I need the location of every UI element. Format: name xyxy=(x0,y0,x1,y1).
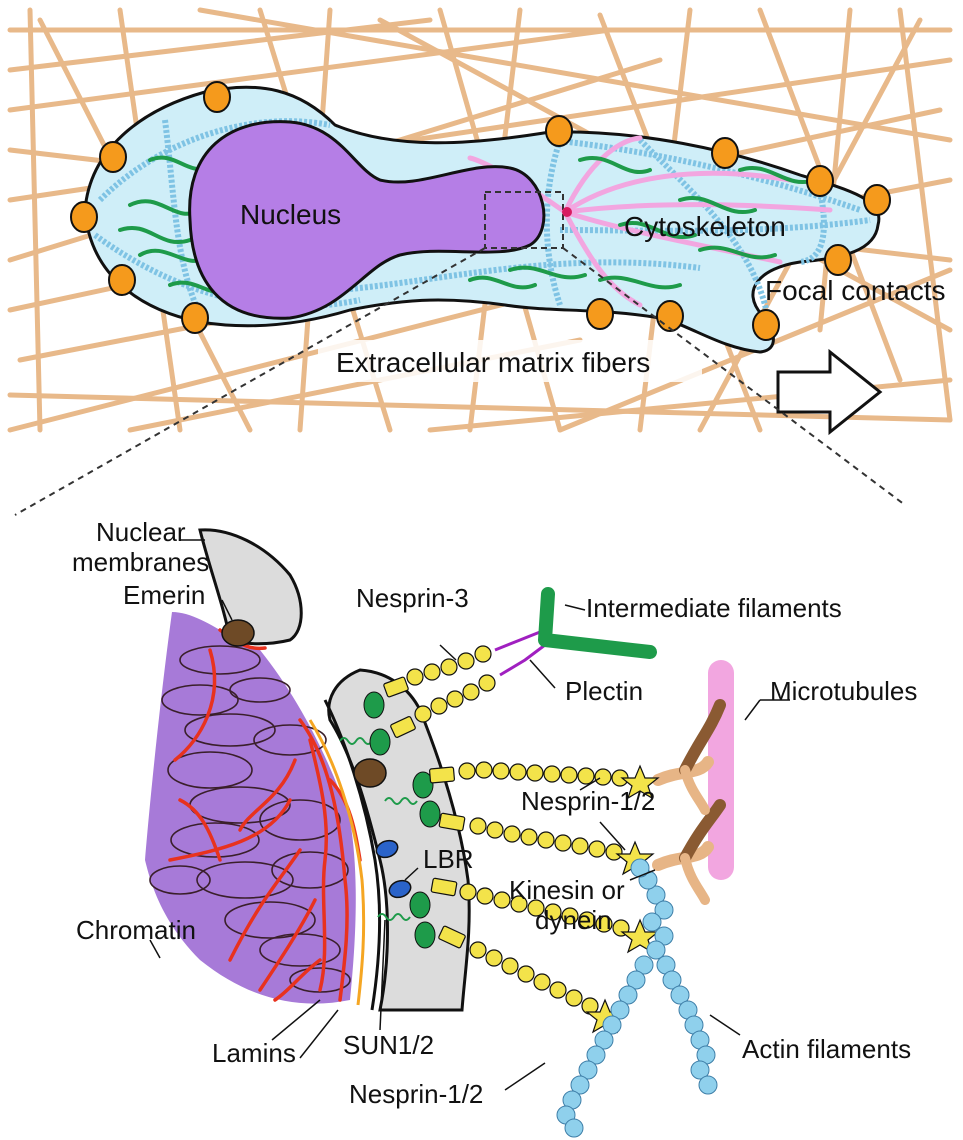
intermediate-filaments-label: Intermediate filaments xyxy=(586,593,842,623)
focal-contacts-label: Focal contacts xyxy=(765,275,946,306)
top-panel: Nucleus Cytoskeleton Focal contacts Extr… xyxy=(10,10,950,515)
nuclear-membranes-label-line1: Nuclear xyxy=(96,517,186,547)
lbr-label: LBR xyxy=(423,844,474,874)
nesprin3-label: Nesprin-3 xyxy=(356,583,469,613)
sun-label: SUN1/2 xyxy=(343,1030,434,1060)
nesprin3-chain xyxy=(383,646,495,738)
bottom-panel: Nuclear membranes Emerin Nesprin-3 Inter… xyxy=(72,517,917,1137)
nesprin12-upper-label: Nesprin-1/2 xyxy=(521,786,655,816)
ecm-label: Extracellular matrix fibers xyxy=(336,347,650,378)
emerin-label: Emerin xyxy=(123,580,205,610)
microtubules-label: Microtubules xyxy=(770,676,917,706)
lamins-label: Lamins xyxy=(212,1038,296,1068)
nuclear-membranes-label-line2: membranes xyxy=(72,547,209,577)
emerin-upper xyxy=(222,620,254,646)
actin-filaments-label: Actin filaments xyxy=(742,1034,911,1064)
cytoskeleton-label: Cytoskeleton xyxy=(624,211,786,242)
kinesin-label-line2: dynein xyxy=(535,905,612,935)
centrosome xyxy=(562,207,572,217)
nesprin12-lower-label: Nesprin-1/2 xyxy=(349,1079,483,1109)
plectin-label: Plectin xyxy=(565,676,643,706)
kinesin-label-line1: Kinesin or xyxy=(509,875,625,905)
emerin-lower xyxy=(354,759,386,787)
nucleus-label: Nucleus xyxy=(240,199,341,230)
chromatin-label: Chromatin xyxy=(76,915,196,945)
